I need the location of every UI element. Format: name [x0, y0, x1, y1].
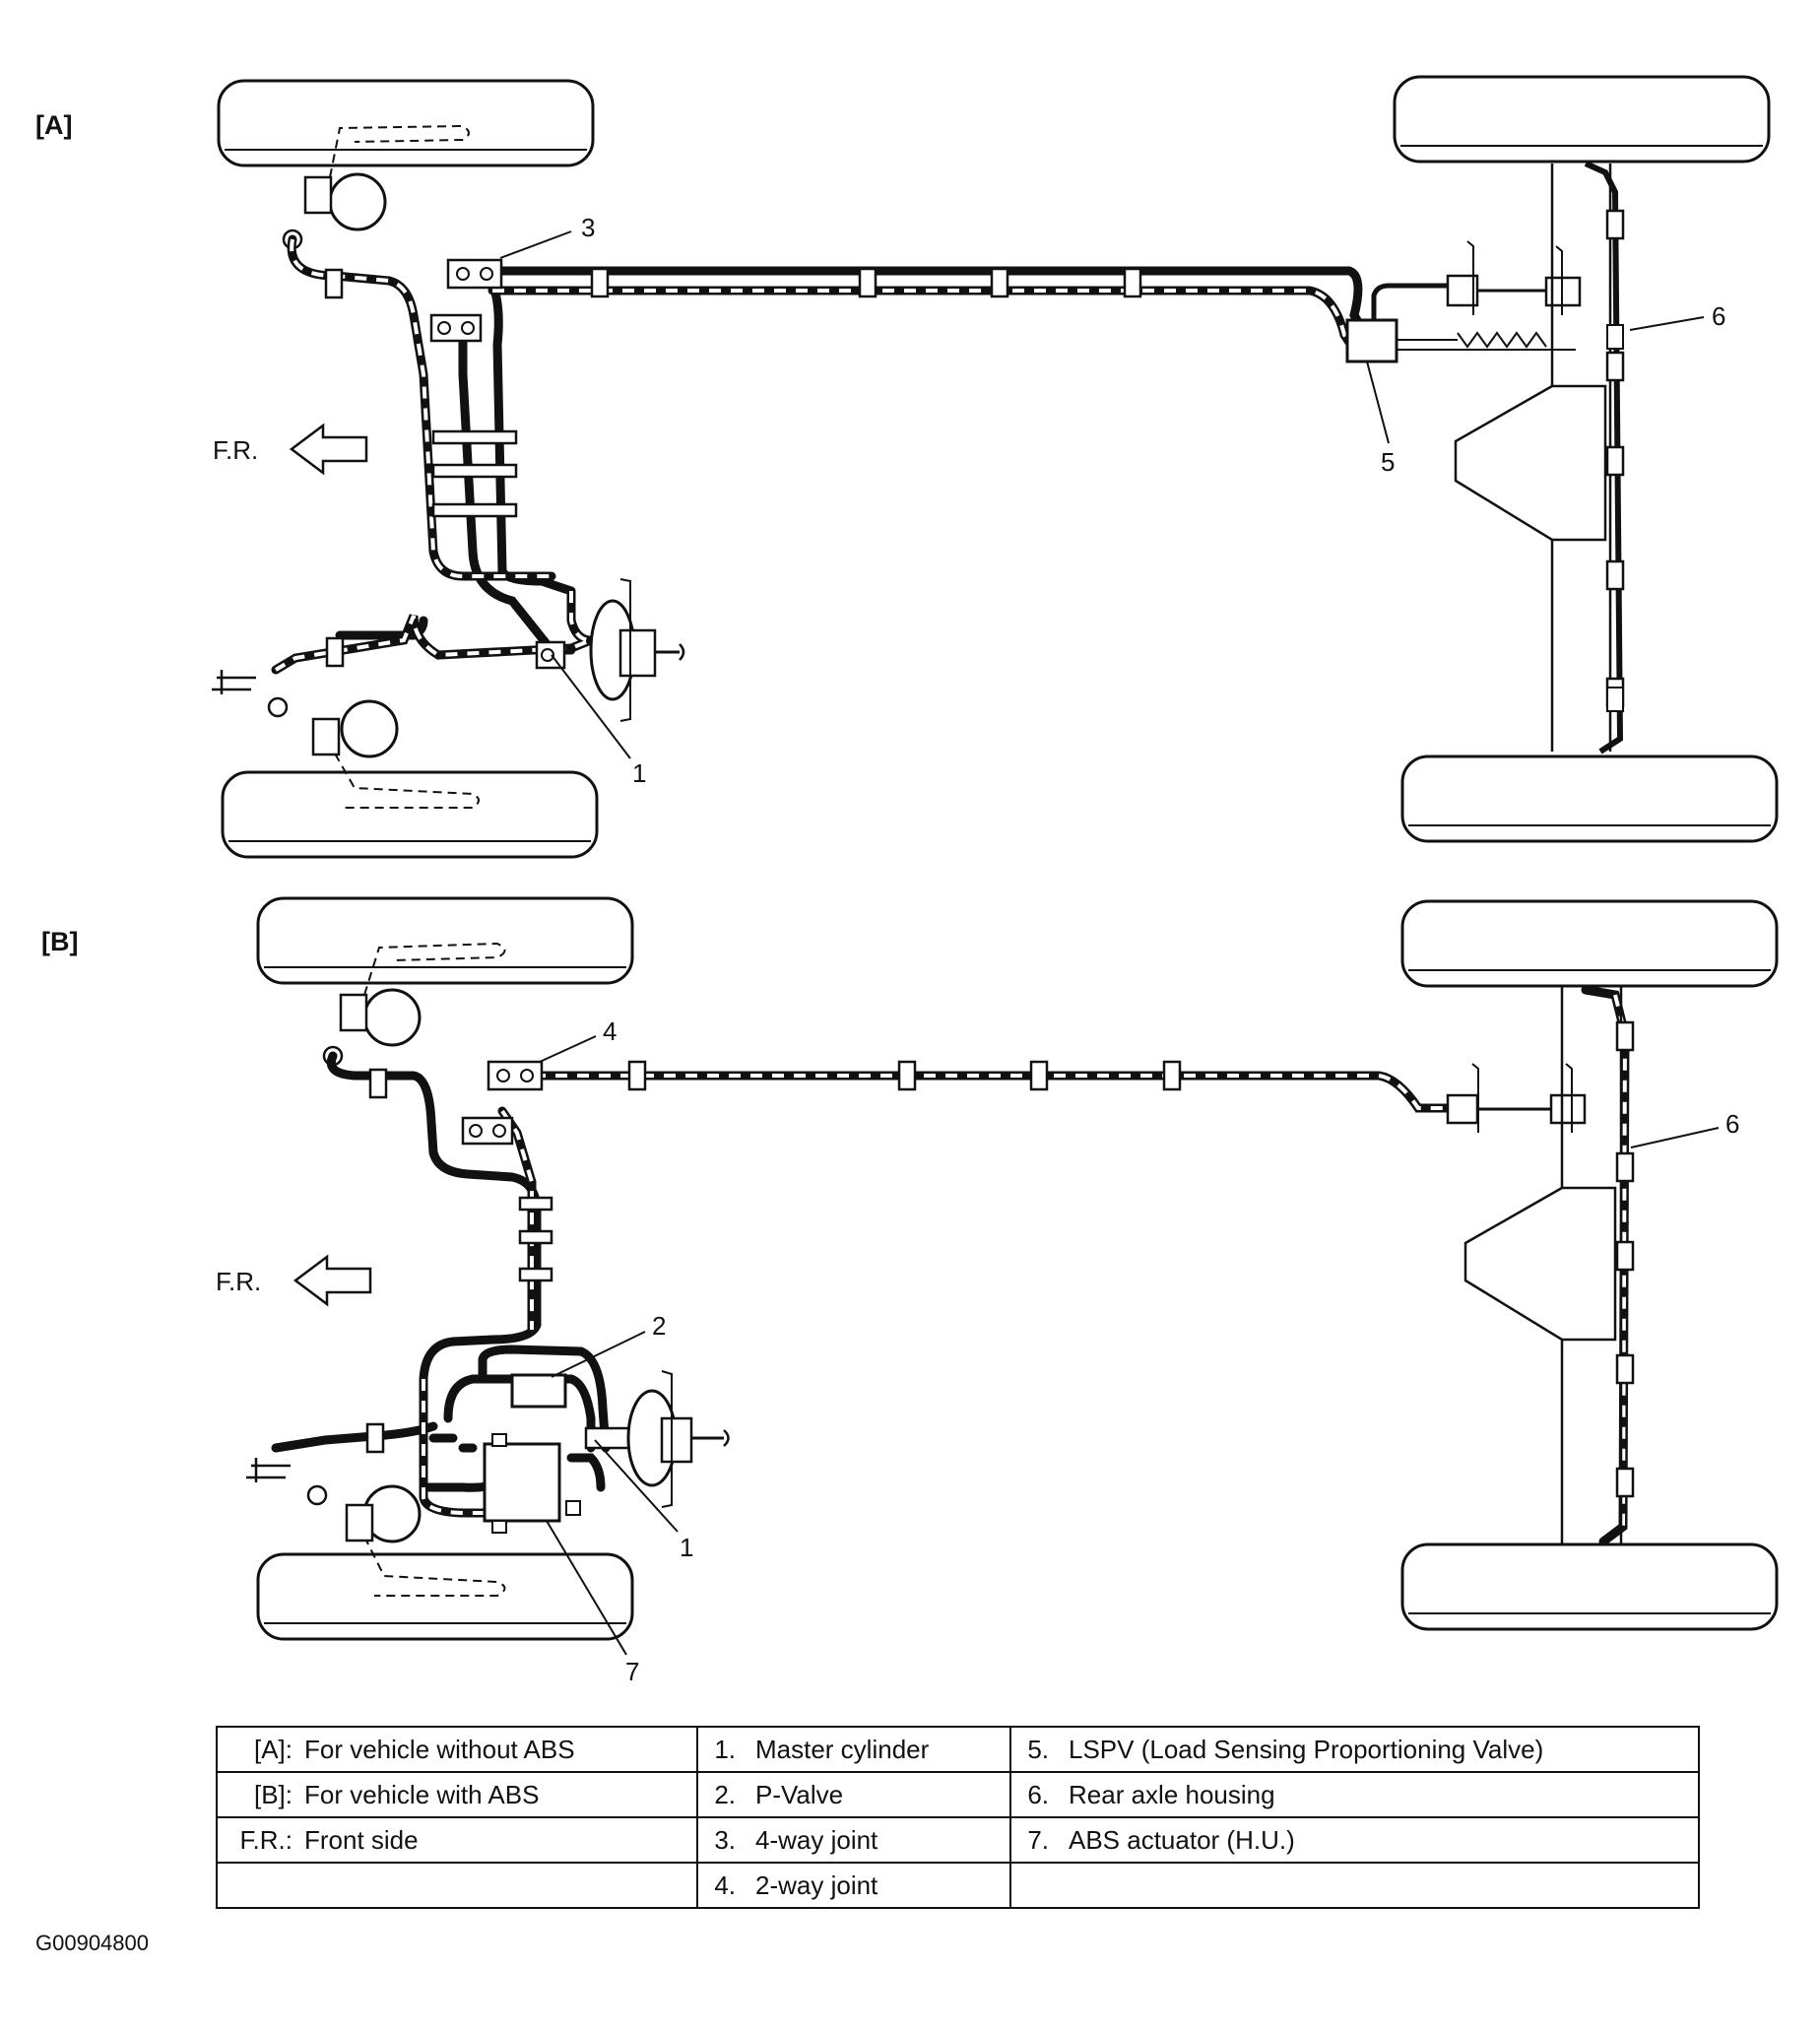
legend-cell — [1009, 1862, 1700, 1909]
rear-left-tire — [1400, 755, 1779, 843]
front-left-tire — [221, 770, 599, 859]
legend-description: 4-way joint — [755, 1824, 878, 1855]
panel-a-label: [A] — [35, 110, 72, 140]
legend-key: 6. — [1027, 1779, 1049, 1809]
legend-cell: F.R.: Front side — [216, 1816, 698, 1864]
front-arrow-a — [289, 423, 368, 476]
legend-cell: [A]: For vehicle without ABS — [216, 1726, 698, 1773]
callout-b-6: 6 — [1725, 1109, 1739, 1139]
legend-cell — [216, 1862, 698, 1909]
callout-b-2: 2 — [652, 1311, 666, 1341]
legend-cell: 2. P-Valve — [696, 1771, 1011, 1818]
legend-key: 7. — [1027, 1824, 1049, 1855]
legend-row: [B]: For vehicle with ABS 2. P-Valve 6. Rear … — [216, 1771, 1700, 1818]
master-cylinder-b — [584, 1426, 631, 1450]
front-label-a: F.R. — [213, 435, 258, 465]
p-valve — [510, 1373, 567, 1409]
legend-key: 2. — [714, 1779, 736, 1809]
panel-a-drawing — [212, 75, 1779, 859]
legend-key: 1. — [714, 1734, 736, 1764]
legend-row: [A]: For vehicle without ABS 1. Master cyli… — [216, 1726, 1700, 1773]
brake-piping-diagram: [A] — [35, 75, 1779, 1686]
legend-description: P-Valve — [755, 1779, 844, 1809]
legend-description: ABS actuator (H.U.) — [1069, 1824, 1295, 1855]
abs-actuator — [483, 1442, 561, 1523]
legend-key: 5. — [1027, 1734, 1049, 1764]
callout-a-5: 5 — [1381, 447, 1395, 477]
legend-cell: 4. 2-way joint — [696, 1862, 1011, 1909]
legend-description: 2-way joint — [755, 1870, 878, 1900]
rear-right-tire — [1393, 75, 1771, 164]
legend-key: [A]: — [253, 1734, 292, 1764]
legend-key: 4. — [714, 1870, 736, 1900]
legend-description: LSPV (Load Sensing Proportioning Valve) — [1069, 1734, 1544, 1764]
front-right-tire — [217, 79, 595, 167]
callout-b-1: 1 — [680, 1533, 693, 1562]
panel-b-label: [B] — [41, 927, 78, 956]
legend-key: 3. — [714, 1824, 736, 1855]
front-right-tire-b — [256, 896, 634, 985]
rear-right-tire-b — [1400, 899, 1779, 988]
legend-cell: 3. 4-way joint — [696, 1816, 1011, 1864]
legend-row: 4. 2-way joint — [216, 1862, 1700, 1909]
legend-table: [A]: For vehicle without ABS 1. Master cyli… — [216, 1726, 1700, 1909]
legend-cell: 6. Rear axle housing — [1009, 1771, 1700, 1818]
front-label-b: F.R. — [216, 1267, 261, 1296]
legend-description: Rear axle housing — [1069, 1779, 1275, 1809]
panel-b-drawing — [246, 896, 1779, 1641]
legend-cell: 1. Master cylinder — [696, 1726, 1011, 1773]
legend-description: For vehicle with ABS — [304, 1779, 540, 1809]
callout-a-1: 1 — [632, 758, 646, 788]
callout-a-3: 3 — [581, 213, 595, 242]
figure-code: G00904800 — [35, 1931, 149, 1955]
lspv — [1345, 318, 1398, 363]
legend-key: [B]: — [253, 1779, 292, 1809]
legend-cell: 5. LSPV (Load Sensing Proportioning Valve… — [1009, 1726, 1700, 1773]
front-left-tire-b — [256, 1552, 634, 1641]
callout-b-4: 4 — [603, 1017, 617, 1046]
legend-cell: [B]: For vehicle with ABS — [216, 1771, 698, 1818]
rear-left-tire-b — [1400, 1542, 1779, 1631]
legend-cell: 7. ABS actuator (H.U.) — [1009, 1816, 1700, 1864]
callout-b-7: 7 — [625, 1657, 639, 1686]
legend-key: F.R.: — [239, 1824, 292, 1855]
callout-a-6: 6 — [1712, 301, 1725, 331]
legend-row: F.R.: Front side 3. 4-way joint 7. ABS actuat… — [216, 1816, 1700, 1864]
legend-description: Front side — [304, 1824, 419, 1855]
legend-description: For vehicle without ABS — [304, 1734, 575, 1764]
front-arrow-b — [292, 1254, 372, 1307]
legend-description: Master cylinder — [755, 1734, 930, 1764]
